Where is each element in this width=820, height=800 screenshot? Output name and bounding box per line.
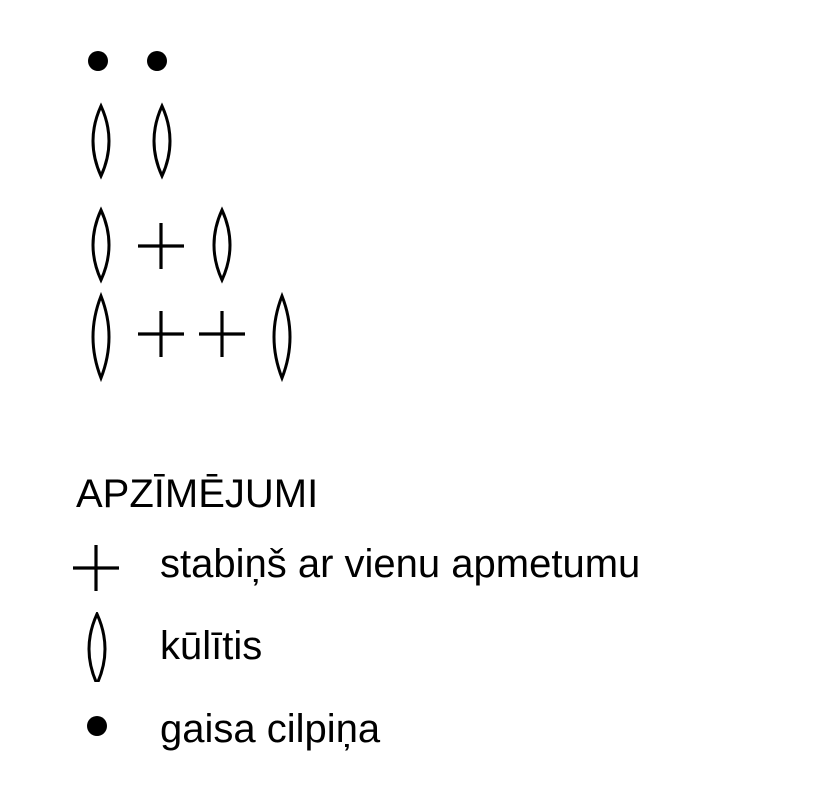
chart-puff-stitch-3-1 [91, 206, 111, 284]
plus-icon [73, 545, 119, 591]
legend-item-dc: stabiņš ar vienu apmetumu [0, 530, 820, 600]
chart-chain-stitch-1-2 [147, 51, 167, 71]
chart-puff-stitch-4-4 [272, 291, 292, 383]
chart-dc-stitch-3-2 [138, 223, 184, 269]
crochet-chart [88, 51, 292, 383]
legend-label-puff: kūlītis [160, 624, 263, 668]
legend-item-chain: gaisa cilpiņa [0, 695, 820, 765]
dot-icon [87, 716, 107, 736]
chart-puff-stitch-4-1 [91, 291, 111, 383]
chart-puff-stitch-2-2 [152, 102, 172, 180]
legend-label-chain: gaisa cilpiņa [160, 707, 381, 751]
legend-label-dc: stabiņš ar vienu apmetumu [160, 542, 641, 586]
legend-item-puff: kūlītis [0, 612, 820, 682]
legend-title: APZĪMĒJUMI [76, 472, 319, 516]
chart-dc-stitch-4-2 [138, 311, 184, 357]
chart-puff-stitch-2-1 [91, 102, 111, 180]
chart-chain-stitch-1-1 [88, 51, 108, 71]
chart-puff-stitch-3-3 [212, 206, 232, 284]
puff-stitch-icon [87, 612, 107, 682]
chart-dc-stitch-4-3 [199, 311, 245, 357]
